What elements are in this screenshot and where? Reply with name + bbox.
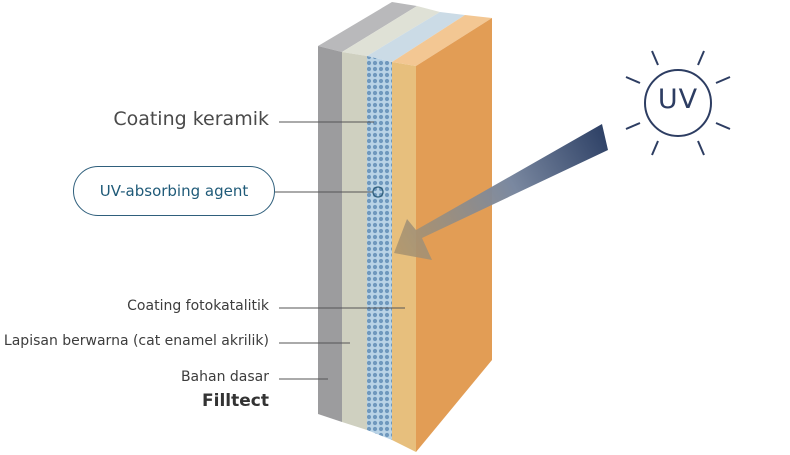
ceramic-coating-layer <box>367 56 392 440</box>
sun-icon <box>625 50 731 156</box>
uv-ray-arrow <box>394 124 608 260</box>
photocatalytic-coating-label: Coating fotokatalitik <box>127 298 269 314</box>
uv-absorbing-agent-label: UV-absorbing agent <box>73 166 275 216</box>
color-layer-label: Lapisan berwarna (cat enamel akrilik) <box>3 333 269 349</box>
product-name-label: Filltect <box>202 391 269 411</box>
block-right-face <box>416 18 492 452</box>
block-front-faces <box>318 46 416 452</box>
block-top-faces <box>318 2 492 66</box>
uv-agent-marker <box>372 186 384 198</box>
base-material-layer <box>318 46 342 422</box>
uv-absorbing-agent-text: UV-absorbing agent <box>99 182 249 200</box>
uv-label: UV <box>657 84 699 115</box>
leader-lines <box>275 121 405 380</box>
ceramic-coating-label: Coating keramik <box>113 108 269 130</box>
photocatalytic-layer <box>392 62 416 452</box>
color-layer <box>342 52 367 430</box>
base-material-label: Bahan dasar <box>180 369 269 385</box>
